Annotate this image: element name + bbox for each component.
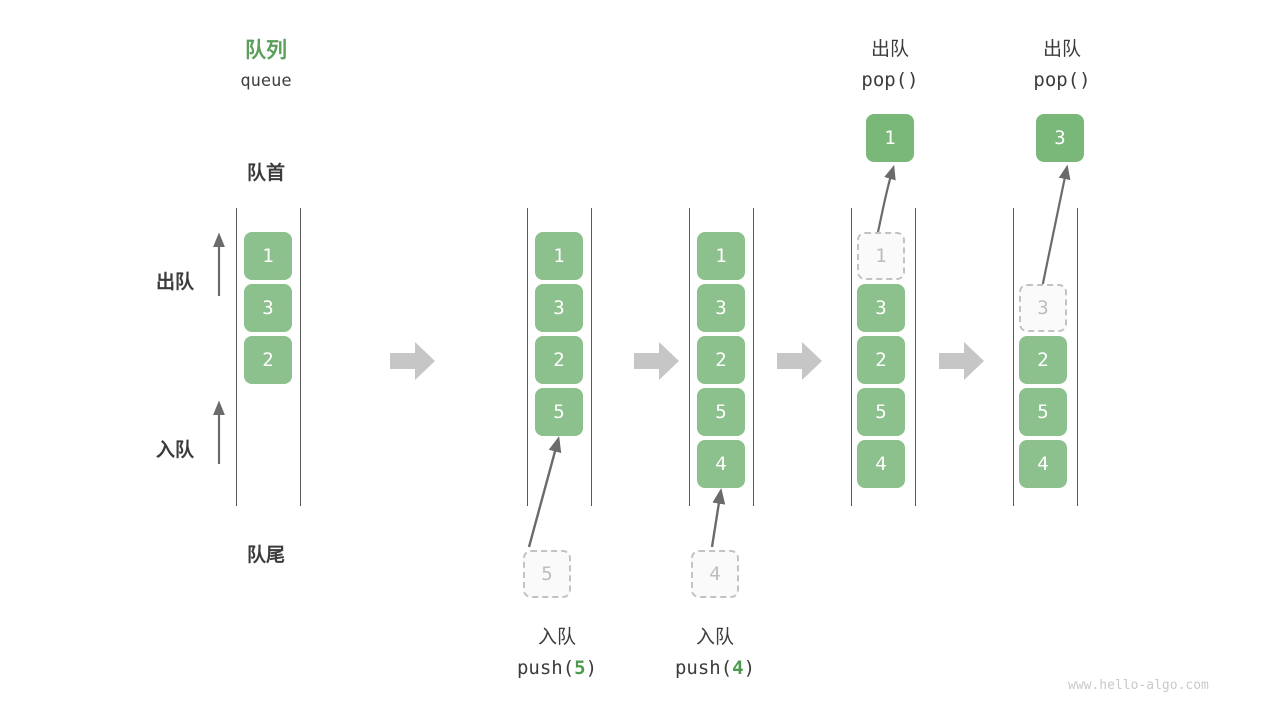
queue-cell: 3	[535, 284, 583, 332]
popped-cell: 1	[866, 114, 914, 162]
step-arrow-icon	[939, 342, 984, 380]
queue-cell: 5	[697, 388, 745, 436]
incoming-ghost-cell: 5	[523, 550, 571, 598]
queue-cell: 3	[857, 284, 905, 332]
queue-rail-left	[689, 208, 690, 506]
enqueue-direction-arrow-icon	[213, 400, 225, 464]
push-op-label-code: push(5)	[487, 657, 627, 679]
queue-title-cn: 队列	[245, 38, 287, 62]
push-op-arg: 4	[732, 657, 744, 679]
pop-op-label-cn: 出队	[1042, 38, 1081, 60]
push-op-label-cn: 入队	[695, 626, 734, 648]
pop-op-label-code: pop()	[861, 69, 919, 91]
queue-cell-ghost: 1	[857, 232, 905, 280]
queue-rail-right	[591, 208, 592, 506]
pop-arrow-icon	[876, 164, 896, 233]
queue-cell: 2	[535, 336, 583, 384]
push-op-suffix: )	[585, 657, 598, 679]
dequeue-direction-label: 出队	[155, 271, 194, 293]
incoming-ghost-cell: 4	[691, 550, 739, 598]
queue-cell: 2	[857, 336, 905, 384]
queue-cell: 2	[244, 336, 292, 384]
step-arrow-icon	[777, 342, 822, 380]
queue-cell: 2	[697, 336, 745, 384]
push-op-arg: 5	[574, 657, 586, 679]
watermark: www.hello-algo.com	[1068, 678, 1209, 693]
push-op-label-code: push(4)	[645, 657, 785, 679]
push-op-label-cn: 入队	[537, 626, 576, 648]
pop-op-label-code: pop()	[1033, 69, 1091, 91]
push-op-prefix: push(	[674, 657, 733, 679]
queue-cell: 3	[697, 284, 745, 332]
queue-rail-right	[1077, 208, 1078, 506]
step-arrow-icon	[634, 342, 679, 380]
queue-cell: 1	[535, 232, 583, 280]
push-arrow-icon	[527, 436, 562, 548]
queue-cell: 1	[697, 232, 745, 280]
step-arrow-icon	[390, 342, 435, 380]
queue-cell: 5	[857, 388, 905, 436]
queue-rail-right	[300, 208, 301, 506]
queue-cell: 4	[857, 440, 905, 488]
queue-cell: 2	[1019, 336, 1067, 384]
push-op-suffix: )	[743, 657, 756, 679]
push-arrow-icon	[710, 487, 726, 548]
queue-cell: 1	[244, 232, 292, 280]
dequeue-direction-arrow-icon	[213, 232, 225, 296]
queue-cell: 4	[1019, 440, 1067, 488]
queue-cell: 4	[697, 440, 745, 488]
queue-cell: 3	[244, 284, 292, 332]
enqueue-direction-label: 入队	[155, 439, 194, 461]
queue-rail-left	[851, 208, 852, 506]
queue-rail-left	[1013, 208, 1014, 506]
pop-arrow-icon	[1040, 164, 1071, 289]
queue-rail-left	[527, 208, 528, 506]
queue-rail-right	[753, 208, 754, 506]
queue-tail-label: 队尾	[246, 544, 285, 566]
queue-rail-left	[236, 208, 237, 506]
queue-cell: 5	[1019, 388, 1067, 436]
queue-cell-ghost: 3	[1019, 284, 1067, 332]
queue-head-label: 队首	[246, 162, 285, 184]
push-op-prefix: push(	[516, 657, 575, 679]
popped-cell: 3	[1036, 114, 1084, 162]
queue-cell: 5	[535, 388, 583, 436]
pop-op-label-cn: 出队	[870, 38, 909, 60]
queue-title-en: queue	[240, 71, 292, 91]
queue-rail-right	[915, 208, 916, 506]
